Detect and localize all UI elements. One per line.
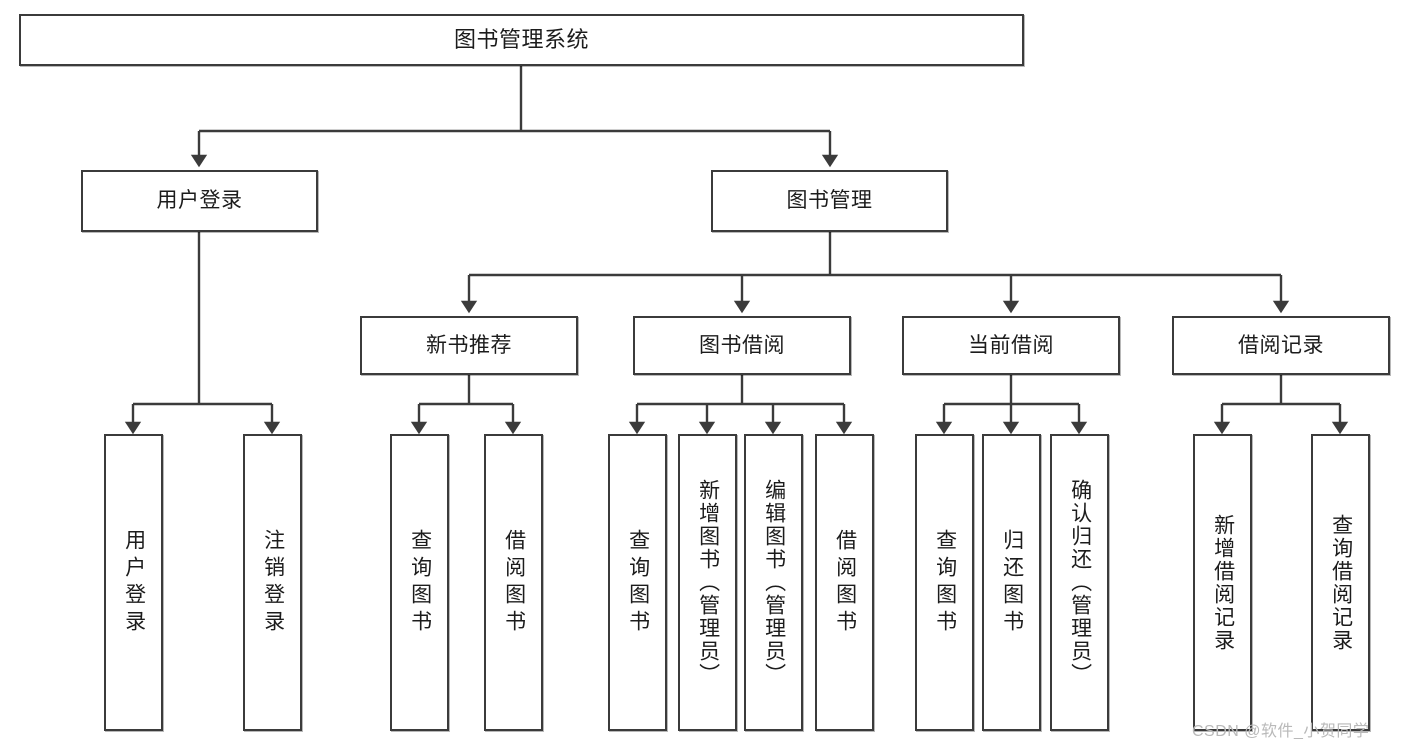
node-book-borrow[interactable]: 图书借阅 xyxy=(633,316,851,375)
leaf-user-login-logout[interactable]: 注销登录 xyxy=(243,434,302,731)
node-user-login[interactable]: 用户登录 xyxy=(81,170,318,232)
leaf-borrow-record-add-record[interactable]: 新增借阅记录 xyxy=(1193,434,1252,731)
node-book-management[interactable]: 图书管理 xyxy=(711,170,948,232)
node-new-book-recommend[interactable]: 新书推荐 xyxy=(360,316,578,375)
leaf-current-borrow-query-book[interactable]: 查询图书 xyxy=(915,434,974,731)
node-borrow-record[interactable]: 借阅记录 xyxy=(1172,316,1390,375)
leaf-current-borrow-return-book[interactable]: 归还图书 xyxy=(982,434,1041,731)
leaf-book-borrow-borrow-book[interactable]: 借阅图书 xyxy=(815,434,874,731)
leaf-book-borrow-add-book-admin[interactable]: 新增图书（管理员） xyxy=(678,434,737,731)
leaf-book-borrow-edit-book-admin[interactable]: 编辑图书（管理员） xyxy=(744,434,803,731)
node-root-book-management-system[interactable]: 图书管理系统 xyxy=(19,14,1024,66)
leaf-book-borrow-query-book[interactable]: 查询图书 xyxy=(608,434,667,731)
leaf-borrow-record-query-record[interactable]: 查询借阅记录 xyxy=(1311,434,1370,731)
leaf-new-book-borrow-book[interactable]: 借阅图书 xyxy=(484,434,543,731)
leaf-new-book-query-book[interactable]: 查询图书 xyxy=(390,434,449,731)
leaf-current-borrow-confirm-return-admin[interactable]: 确认归还（管理员） xyxy=(1050,434,1109,731)
csdn-watermark: CSDN @软件_小贺同学 xyxy=(1192,723,1370,740)
leaf-user-login-login[interactable]: 用户登录 xyxy=(104,434,163,731)
node-current-borrow[interactable]: 当前借阅 xyxy=(902,316,1120,375)
